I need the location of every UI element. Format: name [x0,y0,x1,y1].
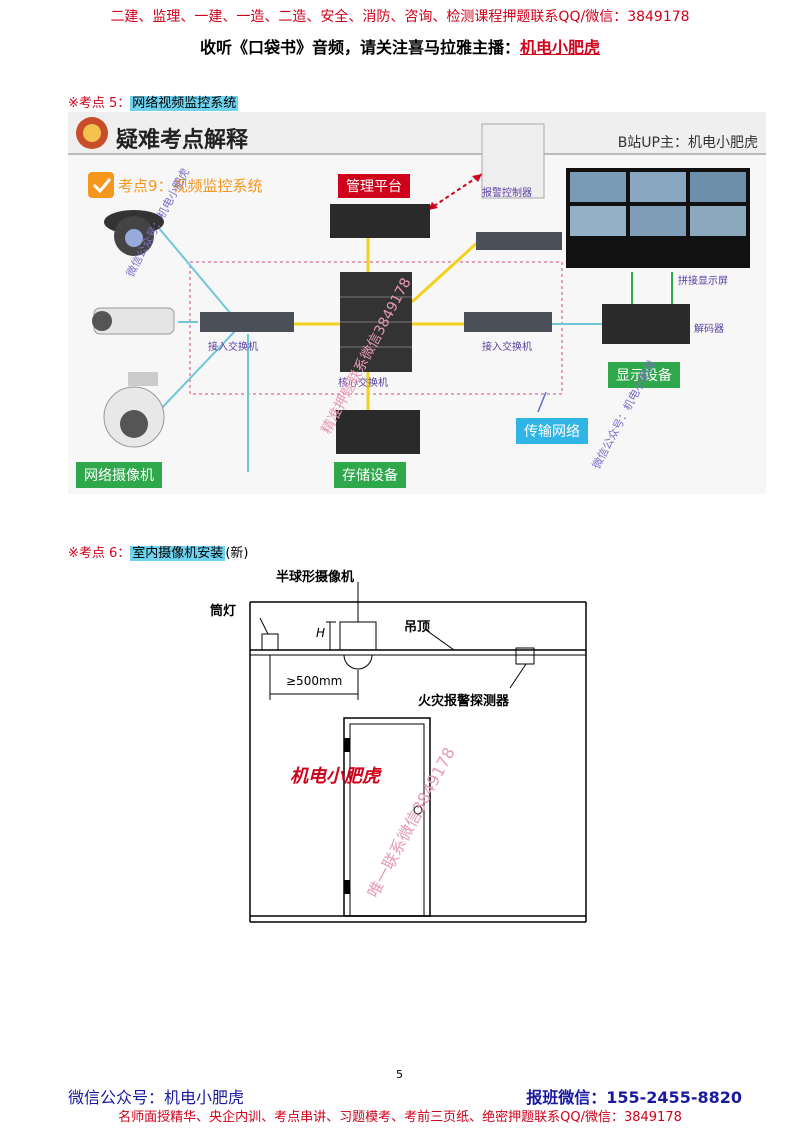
splice-screen-label: 拼接显示屏 [678,276,728,287]
ptz-camera-lens [120,410,148,438]
link-cam3 [157,329,237,413]
check-mark [92,178,112,194]
screen-3 [690,172,746,202]
decoder-unit [602,304,690,344]
right-switch [464,312,552,332]
point6-title: 室内摄像机安装 [130,546,226,561]
banner-bg [68,112,766,154]
screen-5 [630,206,686,236]
screen-4 [570,206,626,236]
distance-label: ≥500mm [286,674,343,688]
display-device-label: 显示设备 [608,362,680,388]
footer-promo-line: 名师面授精华、央企内训、考点串讲、习题模考、考前三页纸、绝密押题联系QQ/微信：… [118,1110,682,1125]
fire-detector [515,647,535,665]
point5-heading: ※考点 5：网络视频监控系统 [68,92,239,111]
kaodian9-label: 考点9：视频监控系统 [118,177,263,195]
screen-1 [570,172,626,202]
ptz-camera-mount [128,372,158,386]
page-number: 5 [396,1068,403,1081]
header-subtitle: 收听《口袋书》音频，请关注喜马拉雅主播：机电小肥虎 [0,34,800,58]
footer-wechat-account: 微信公众号：机电小肥虎 [68,1088,245,1107]
figure1-graphics [68,112,766,472]
downlight-leader [259,617,269,635]
indoor-camera-installation-figure: 半球形摄像机 筒灯 吊顶 H ≥500mm 火灾报警探测器 机电小肥虎 唯一联系… [210,560,600,930]
header-subtitle-prefix: 收听《口袋书》音频，请关注喜马拉雅主播： [199,38,520,57]
door-knob [413,805,423,815]
link-cam1 [157,226,237,321]
alarm-dashed-link [427,173,483,211]
detector-leader [509,663,527,689]
decoder-label: 解码器 [694,324,724,335]
mgmt-server [330,204,430,238]
bullet-camera-lens [92,311,112,331]
arrow-head-down [428,202,438,210]
alarm-switch [476,232,562,250]
dome-camera-housing [339,621,377,651]
h-label: H [316,626,326,640]
transport-network-box [189,261,563,395]
screen-2 [630,172,686,202]
downlight-label: 筒灯 [210,604,237,619]
mgmt-platform-label: 管理平台 [338,174,410,198]
point5-title: 网络视频监控系统 [130,96,239,111]
storage-array [336,410,420,454]
door-hinge-2 [344,880,350,894]
point6-suffix: (新) [225,546,249,561]
ceiling-label: 吊顶 [404,620,431,635]
ceiling-leader [425,629,455,651]
point5-prefix: ※考点 5： [68,96,131,111]
point6-prefix: ※考点 6： [68,546,131,561]
dome-camera-lens [125,229,143,247]
screen-6 [690,206,746,236]
dome-camera-dome [343,654,373,670]
downlight-fixture [261,633,279,651]
door-hinge-1 [344,738,350,752]
header-contact-line: 二建、监理、一建、一造、二造、安全、消防、咨询、检测课程押题联系QQ/微信：38… [110,9,690,25]
left-access-switch-label: 接入交换机 [208,342,258,353]
alarm-cabinet [481,123,545,199]
banner-title: 疑难考点解释 [116,128,249,153]
door-leaf [349,723,425,917]
dome-camera-label: 半球形摄像机 [276,570,355,585]
point6-heading: ※考点 6：室内摄像机安装(新) [68,542,248,561]
footer-signup-wechat: 报班微信：155-2455-8820 [526,1088,742,1107]
core-switch-label: 核心交换机 [338,378,388,389]
transport-network-label: 传输网络 [516,418,588,444]
surveillance-system-figure: 疑难考点解释 B站UP主：机电小肥虎 考点9：视频监控系统 管理平台 报警控制器… [68,112,766,494]
fire-detector-label: 火灾报警探测器 [418,694,510,709]
watermark-name: 机电小肥虎 [290,766,380,787]
figure2-graphics [249,582,587,923]
alarm-controller-label: 报警控制器 [482,188,532,199]
logo-seal-inner [83,124,101,142]
transport-pointer [537,391,547,413]
check-icon [88,172,114,198]
right-access-switch-label: 接入交换机 [482,342,532,353]
storage-device-label: 存储设备 [334,462,406,488]
link-core-alarm-switch [410,240,480,304]
left-switch [200,312,294,332]
header-anchor-name: 机电小肥虎 [520,38,601,57]
bilibili-up-label: B站UP主：机电小肥虎 [617,135,758,151]
arrow-head-up [472,174,482,182]
network-camera-label: 网络摄像机 [76,462,162,488]
